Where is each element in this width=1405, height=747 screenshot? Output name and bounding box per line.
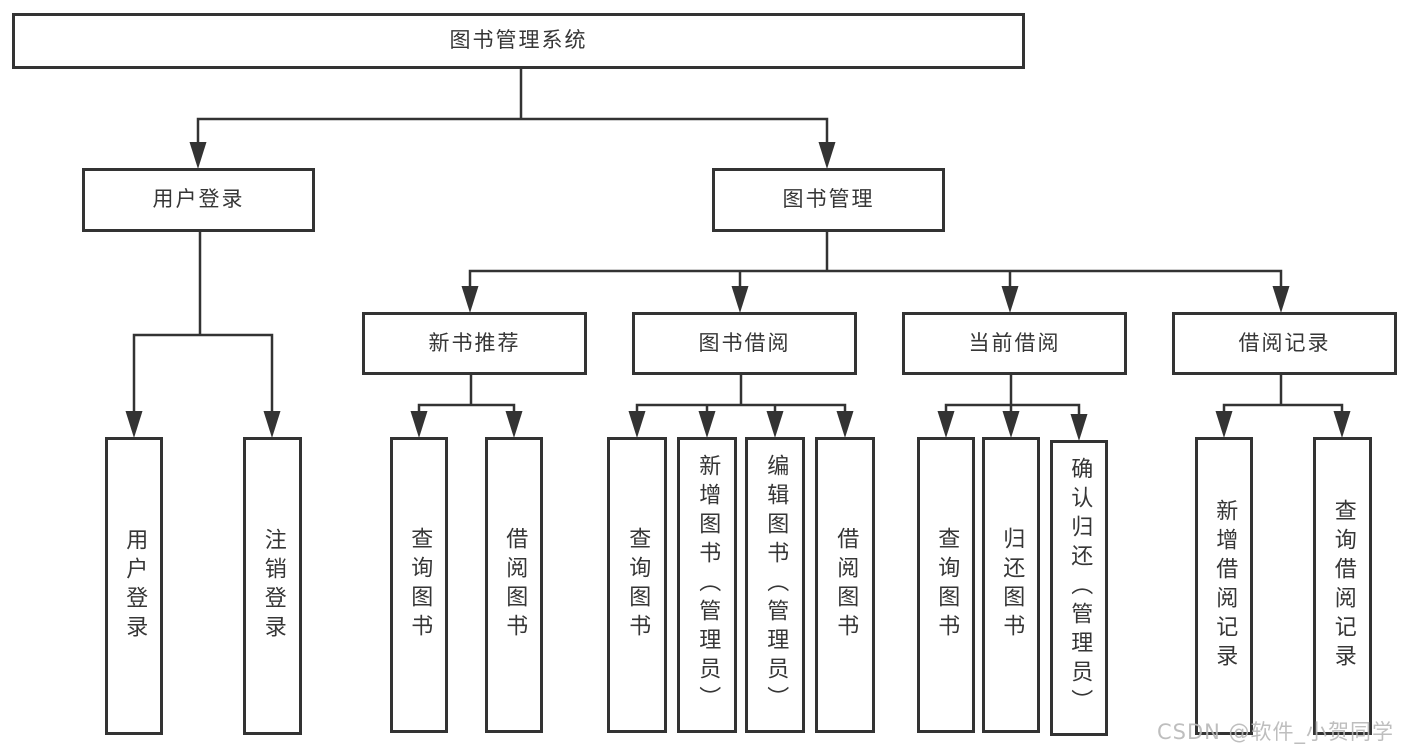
node-book-management: 图书管理 (712, 168, 945, 232)
leaf-borrow-books-recommend: 借阅图书 (485, 437, 543, 733)
node-borrow-records: 借阅记录 (1172, 312, 1397, 375)
leaf-user-login: 用户登录 (105, 437, 163, 735)
node-current-borrow: 当前借阅 (902, 312, 1127, 375)
leaf-query-books-recommend: 查询图书 (390, 437, 448, 733)
arrowheads (125, 142, 1351, 441)
leaf-borrow-books: 借阅图书 (815, 437, 875, 733)
leaf-confirm-return-admin: 确认归还（管理员） (1050, 440, 1108, 736)
leaf-query-books-borrow: 查询图书 (607, 437, 667, 733)
leaf-add-borrow-record: 新增借阅记录 (1195, 437, 1253, 735)
node-book-borrow: 图书借阅 (632, 312, 857, 375)
leaf-logout: 注销登录 (243, 437, 302, 735)
leaf-query-borrow-record: 查询借阅记录 (1313, 437, 1372, 735)
leaf-edit-books-admin: 编辑图书（管理员） (745, 437, 805, 733)
leaf-query-books-current: 查询图书 (917, 437, 975, 733)
node-root-system: 图书管理系统 (12, 13, 1025, 69)
node-user-login: 用户登录 (82, 168, 315, 232)
csdn-watermark: CSDN @软件_小贺同学 (1157, 720, 1395, 744)
leaf-add-books-admin: 新增图书（管理员） (677, 437, 737, 733)
node-new-book-recommend: 新书推荐 (362, 312, 587, 375)
leaf-return-books: 归还图书 (982, 437, 1040, 733)
